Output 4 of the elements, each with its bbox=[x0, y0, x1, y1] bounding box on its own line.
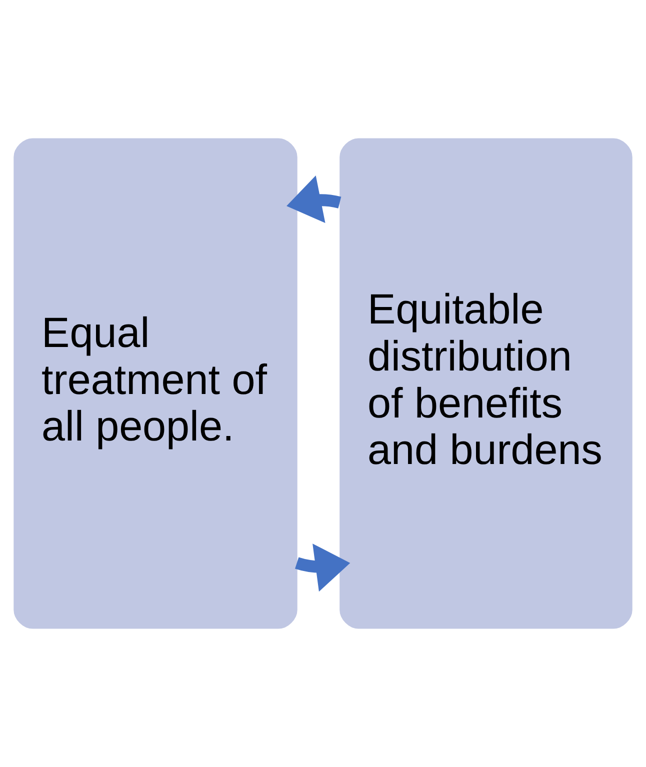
node-box: Equal treatment of all people. bbox=[14, 138, 298, 629]
arrow bbox=[295, 544, 350, 592]
node-box: Equitable distribution of benefits and burdens bbox=[340, 138, 632, 629]
arrow bbox=[286, 175, 342, 224]
